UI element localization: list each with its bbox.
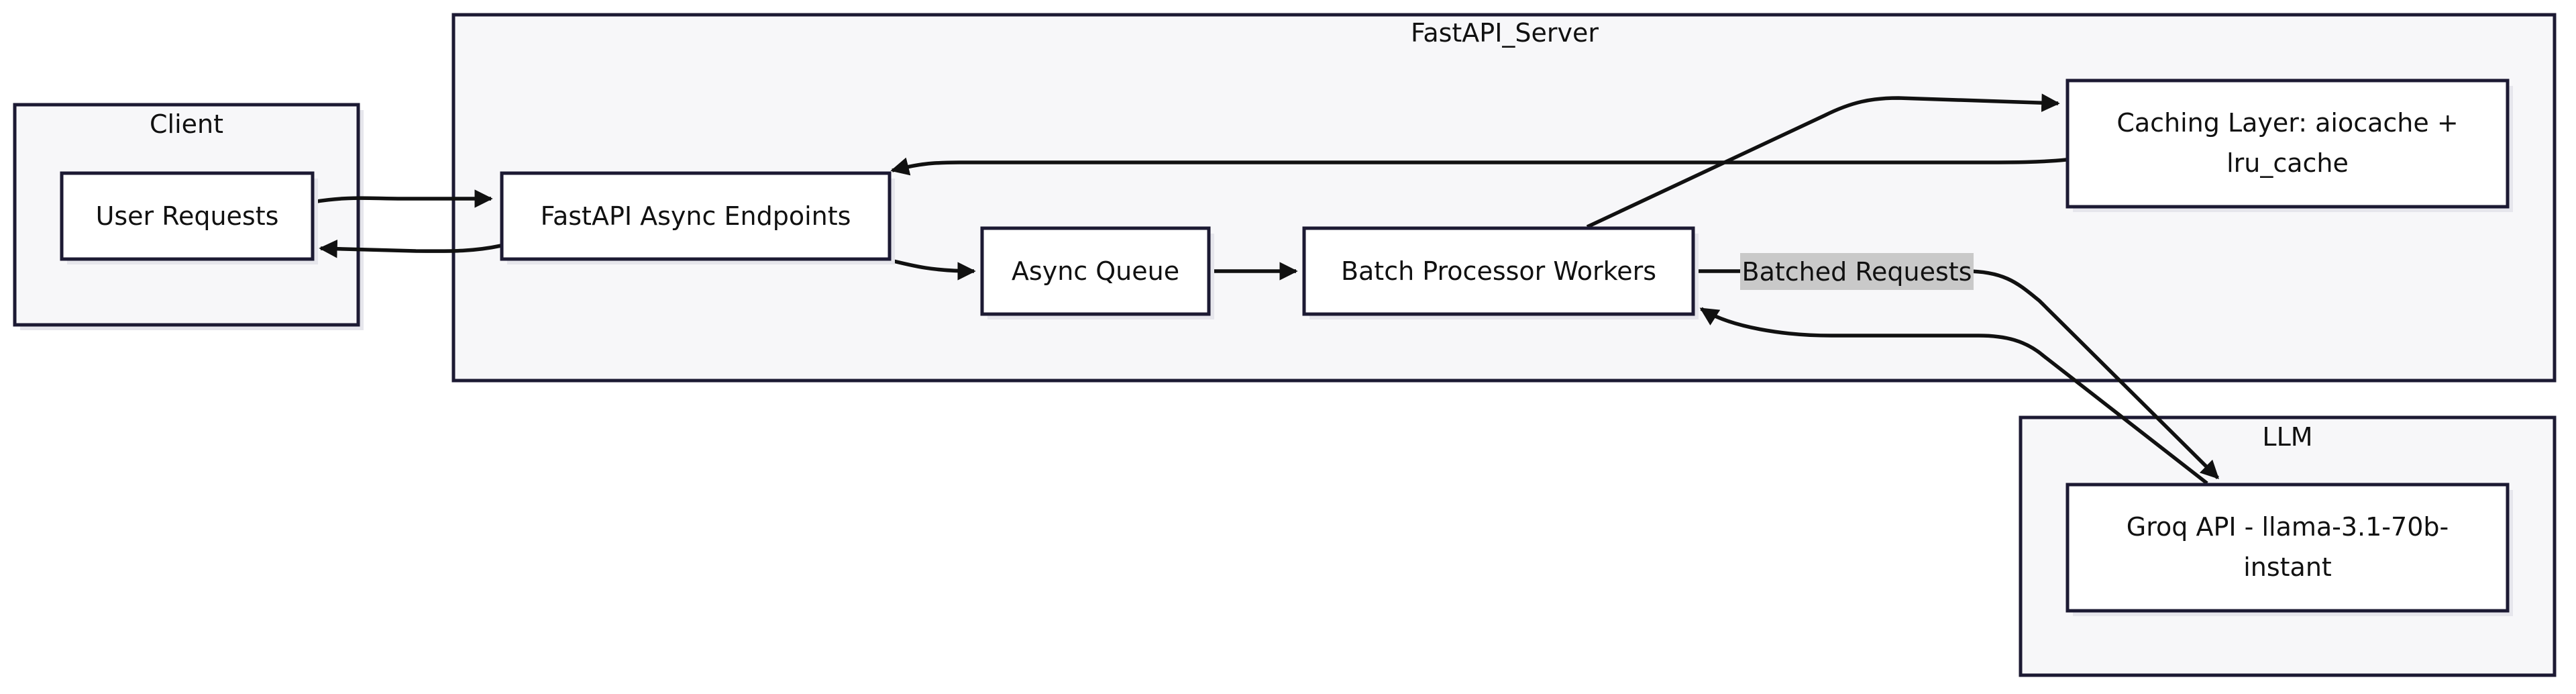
node-cache-label-line2: lru_cache xyxy=(2226,148,2349,178)
edge-groq-to-workers xyxy=(1699,307,2208,485)
node-cache-label-line1: Caching Layer: aiocache + xyxy=(2116,108,2458,138)
node-groq-label-line2: instant xyxy=(2243,552,2332,582)
edge-user-to-endpoints xyxy=(312,189,493,208)
node-endpoints-label: FastAPI Async Endpoints xyxy=(541,201,851,231)
edge-label-text: Batched Requests xyxy=(1742,257,1972,287)
node-batch-workers: Batch Processor Workers xyxy=(1302,226,1699,319)
node-fastapi-endpoints: FastAPI Async Endpoints xyxy=(500,171,895,264)
node-batch-workers-label: Batch Processor Workers xyxy=(1341,256,1656,286)
node-async-queue-label: Async Queue xyxy=(1012,256,1179,286)
node-async-queue: Async Queue xyxy=(980,226,1214,319)
edge-label-batched-requests: Batched Requests xyxy=(1740,253,1974,290)
node-groq-label-line1: Groq API - llama-3.1-70b- xyxy=(2127,512,2449,542)
node-user-requests-label: User Requests xyxy=(96,201,279,231)
cluster-llm-title: LLM xyxy=(2262,422,2312,452)
cluster-server-title: FastAPI_Server xyxy=(1411,18,1599,48)
edge-workers-to-cache xyxy=(1586,93,2060,229)
node-user-requests: User Requests xyxy=(60,171,318,264)
cluster-client-title: Client xyxy=(150,109,223,139)
edge-endpoints-to-user xyxy=(319,239,502,258)
edge-cache-to-endpoints xyxy=(890,157,2067,176)
node-groq-api: Groq API - llama-3.1-70b- instant xyxy=(2065,483,2513,616)
node-caching-layer: Caching Layer: aiocache + lru_cache xyxy=(2065,79,2513,212)
